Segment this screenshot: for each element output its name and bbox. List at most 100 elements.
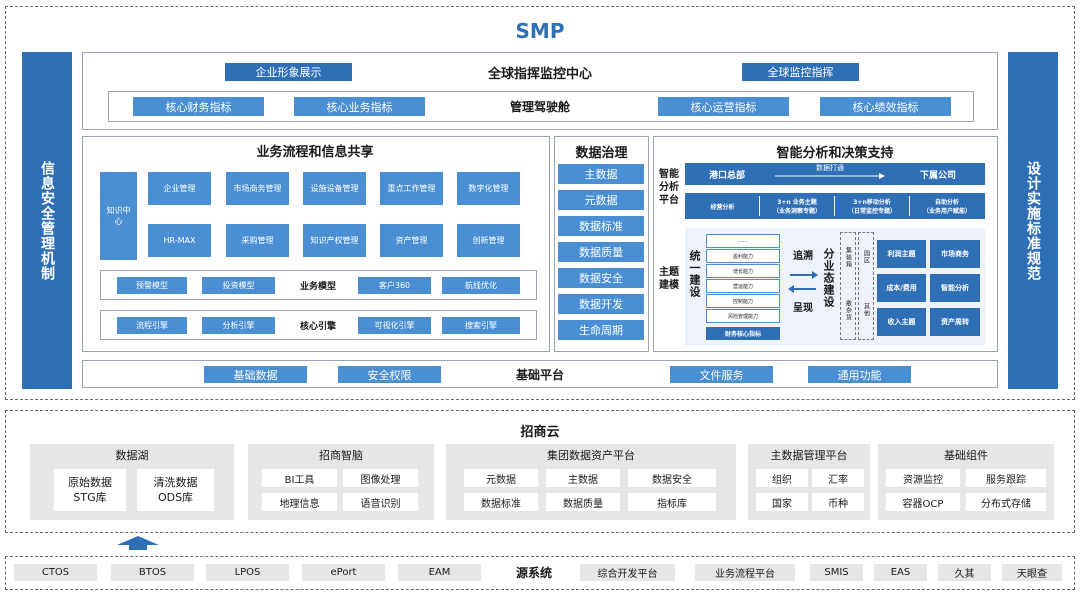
core-engine-label: 核心引擎 (299, 322, 336, 332)
upload-arrow-icon (117, 536, 159, 550)
src-smis[interactable]: SMIS (810, 564, 863, 581)
tile-facility[interactable]: 设施设备管理 (303, 172, 366, 205)
tile-market[interactable]: 市场商务管理 (226, 172, 289, 205)
cockpit-row (108, 91, 974, 122)
tile-innovation[interactable]: 创新管理 (457, 224, 520, 257)
cockpit-performance[interactable]: 核心绩效指标 (820, 97, 951, 116)
topic-smart[interactable]: 智能分析 (930, 274, 980, 302)
smartbrain-voice[interactable]: 语音识别 (343, 493, 418, 511)
src-tianyancha[interactable]: 天眼查 (1002, 564, 1062, 581)
source-frame (5, 556, 1075, 590)
finance-core-indicator: 财务核心指标 (706, 327, 780, 340)
capability-growth: 增长能力 (706, 264, 780, 278)
capability-control: 控制能力 (706, 294, 780, 308)
topic-market[interactable]: 市场商务 (930, 240, 980, 268)
analytics-title: 智能分析和决策支持 (776, 145, 894, 161)
gov-master-data[interactable]: 主数据 (558, 164, 644, 184)
analysis-divider-1 (759, 196, 760, 216)
engine-search[interactable]: 搜索引擎 (442, 317, 520, 334)
tile-ip[interactable]: 知识产权管理 (303, 224, 366, 257)
base-common[interactable]: 通用功能 (808, 366, 911, 383)
tile-hrmax[interactable]: HR-MAX (148, 224, 211, 257)
cockpit-operation[interactable]: 核心运营指标 (658, 97, 789, 116)
format-other: 其他 (862, 303, 870, 317)
analysis-cell-self: 自助分析 （业务用户赋能） (911, 195, 983, 217)
asset-master[interactable]: 主数据 (546, 469, 620, 487)
tile-keywork[interactable]: 重点工作管理 (380, 172, 443, 205)
datalake-stg[interactable]: 原始数据STG库 (54, 469, 126, 511)
model-route[interactable]: 航线优化 (442, 277, 520, 294)
gov-security[interactable]: 数据安全 (558, 268, 644, 288)
asset-metadata[interactable]: 元数据 (464, 469, 538, 487)
gov-quality[interactable]: 数据质量 (558, 242, 644, 262)
md-org[interactable]: 组织 (756, 469, 808, 487)
model-investment[interactable]: 投资模型 (202, 277, 275, 294)
gov-develop[interactable]: 数据开发 (558, 294, 644, 314)
corporate-image-button[interactable]: 企业形象展示 (225, 63, 352, 81)
comp-monitor[interactable]: 资源监控 (886, 469, 960, 487)
asset-standard[interactable]: 数据标准 (464, 493, 538, 511)
src-jiuqi[interactable]: 久其 (938, 564, 991, 581)
base-platform-row (82, 360, 998, 388)
topic-cost[interactable]: 成本/费用 (877, 274, 926, 302)
analysis-cell-mobile: 3+n移动分析 （日常监控专题） (836, 195, 908, 217)
tile-asset[interactable]: 资产管理 (380, 224, 443, 257)
comp-ocp[interactable]: 容器OCP (886, 493, 960, 511)
src-eport[interactable]: ePort (302, 564, 385, 581)
gov-metadata[interactable]: 元数据 (558, 190, 644, 210)
asset-indicator[interactable]: 指标库 (628, 493, 716, 511)
engine-process[interactable]: 流程引擎 (117, 317, 187, 334)
format-bulk: 散杂货 (844, 299, 852, 321)
src-process-platform[interactable]: 业务流程平台 (695, 564, 795, 581)
engine-visual[interactable]: 可视化引擎 (358, 317, 431, 334)
datalake-ods[interactable]: 清洗数据ODS库 (137, 469, 214, 511)
tile-enterprise[interactable]: 企业管理 (148, 172, 211, 205)
topic-turnover[interactable]: 资产周转 (930, 308, 980, 336)
tile-purchase[interactable]: 采购管理 (226, 224, 289, 257)
analysis-bar (685, 193, 985, 219)
src-lpos[interactable]: LPOS (206, 564, 289, 581)
cockpit-finance[interactable]: 核心财务指标 (133, 97, 264, 116)
comp-trace[interactable]: 服务跟踪 (966, 469, 1046, 487)
md-currency[interactable]: 币种 (812, 493, 864, 511)
analysis-cell-theme-l1: 3+n 业务主题 (777, 199, 817, 206)
present-arrow-icon (788, 285, 816, 293)
gov-lifecycle[interactable]: 生命周期 (558, 320, 644, 340)
command-center-panel (82, 52, 998, 130)
topic-profit[interactable]: 利润主题 (877, 240, 926, 268)
base-data[interactable]: 基础数据 (204, 366, 307, 383)
asset-quality[interactable]: 数据质量 (546, 493, 620, 511)
asset-security[interactable]: 数据安全 (628, 469, 716, 487)
tile-digital[interactable]: 数字化管理 (457, 172, 520, 205)
analysis-cell-self-l2: （业务用户赋能） (922, 208, 971, 215)
present-label: 呈现 (793, 303, 813, 314)
src-ctos[interactable]: CTOS (14, 564, 97, 581)
src-eam[interactable]: EAM (398, 564, 481, 581)
md-rate[interactable]: 汇率 (812, 469, 864, 487)
comp-storage[interactable]: 分布式存储 (966, 493, 1046, 511)
topic-income[interactable]: 收入主题 (877, 308, 926, 336)
smartbrain-image[interactable]: 图像处理 (343, 469, 418, 487)
engine-analysis[interactable]: 分析引擎 (202, 317, 275, 334)
src-dev-platform[interactable]: 综合开发平台 (580, 564, 675, 581)
capability-operation: 营运能力 (706, 279, 780, 293)
global-monitor-button[interactable]: 全球监控指挥 (742, 63, 859, 81)
model-warning[interactable]: 预警模型 (117, 277, 187, 294)
smartbrain-geo[interactable]: 地理信息 (262, 493, 337, 511)
smartbrain-bi[interactable]: BI工具 (262, 469, 337, 487)
master-data-title: 主数据管理平台 (770, 449, 848, 462)
datalake-title: 数据湖 (115, 449, 149, 462)
base-security[interactable]: 安全权限 (338, 366, 441, 383)
src-eas[interactable]: EAS (874, 564, 927, 581)
md-country[interactable]: 国家 (756, 493, 808, 511)
cockpit-business[interactable]: 核心业务指标 (294, 97, 425, 116)
model-customer360[interactable]: 客户360 (358, 277, 431, 294)
base-file-service[interactable]: 文件服务 (670, 366, 773, 383)
knowledge-center-tile[interactable]: 知识中心 (100, 172, 137, 260)
subsidiary-label: 下属公司 (919, 170, 956, 181)
analysis-cell-theme-l2: （业务洞察专题） (772, 208, 821, 215)
gov-standard[interactable]: 数据标准 (558, 216, 644, 236)
src-btos[interactable]: BTOS (111, 564, 194, 581)
theme-modeling-label: 主题建模 (659, 267, 679, 291)
analysis-cell-theme: 3+n 业务主题 （业务洞察专题） (761, 195, 833, 217)
